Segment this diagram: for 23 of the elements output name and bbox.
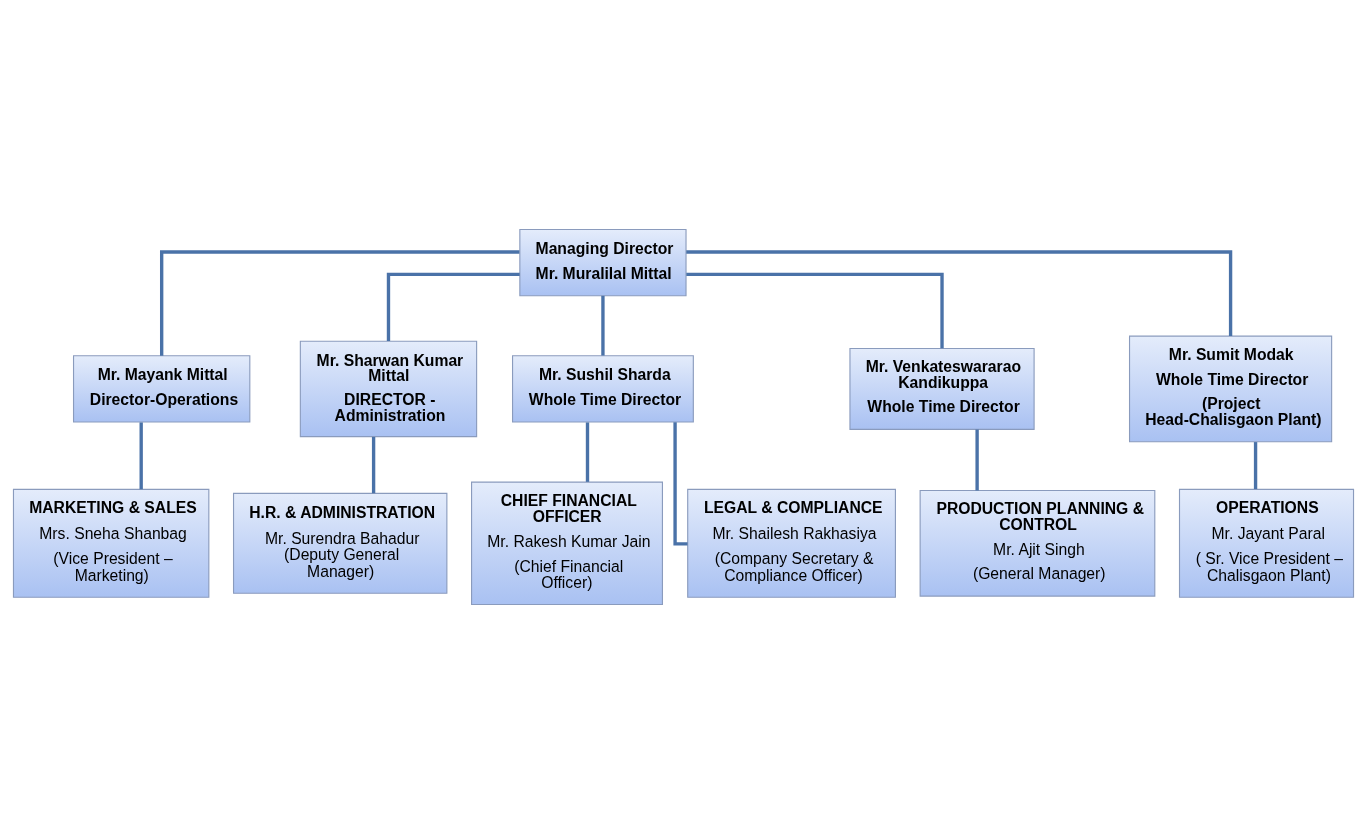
connector	[139, 421, 143, 489]
node-box: Mr. Sumit Modak Whole Time Director (Project Head-Chalisgaon Plant)	[1129, 335, 1333, 442]
connector	[1253, 441, 1258, 489]
node-box: PRODUCTION PLANNING & CONTROL Mr. Ajit Singh (General Manager)	[919, 489, 1156, 597]
connector	[686, 249, 1233, 336]
connector	[975, 429, 979, 490]
node-box: Managing Director Mr. Muralilal Mittal	[519, 228, 687, 296]
connector	[585, 421, 590, 482]
connector	[371, 436, 376, 493]
node-box: MARKETING & SALES Mrs. Sneha Shanbag (Vice President – Marketing)	[12, 488, 210, 598]
connector	[601, 295, 605, 356]
node-box: LEGAL & COMPLIANCE Mr. Shailesh Rakhasiya (Company Secretary & Compliance Officer)	[687, 488, 896, 598]
node-box: Mr. Mayank Mittal Director-Operations	[73, 354, 251, 423]
connector	[386, 272, 520, 341]
node-box: H.R. & ADMINISTRATION Mr. Surendra Bahadur (Deputy General Manager)	[233, 492, 448, 594]
node-box: Mr. Sushil Sharda Whole Time Director	[512, 354, 694, 423]
connector	[686, 272, 944, 348]
connector	[673, 421, 688, 546]
node-box: Mr. Venkateswararao Kandikuppa Whole Time Director	[849, 347, 1035, 430]
node-box: OPERATIONS Mr. Jayant Paral ( Sr. Vice President – Chalisgaon Plant)	[1178, 488, 1355, 598]
node-box: Mr. Sharwan Kumar Mittal DIRECTOR - Administration	[299, 340, 478, 437]
node-box: CHIEF FINANCIAL OFFICER Mr. Rakesh Kumar Jain (Chief Financial Officer)	[471, 481, 663, 605]
connector	[160, 249, 520, 356]
